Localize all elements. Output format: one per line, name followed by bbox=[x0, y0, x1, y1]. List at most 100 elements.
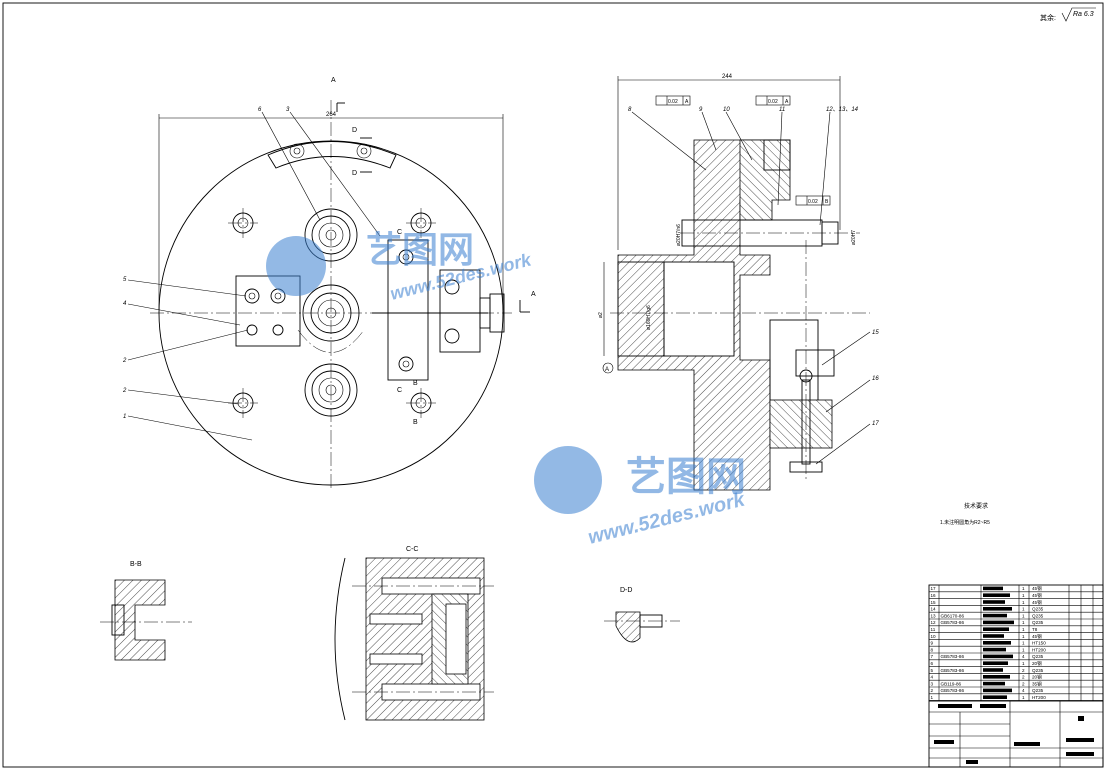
bom-cell-material: T8 bbox=[1032, 627, 1038, 632]
bom-cell-qty: 1 bbox=[1022, 607, 1025, 612]
part-num-1: 1 bbox=[123, 414, 126, 420]
cc-title: C-C bbox=[406, 546, 418, 553]
section-bb: B-B bbox=[100, 561, 192, 661]
watermark-2: 艺图网 www.52des.work bbox=[534, 446, 748, 549]
section-d-bottom: D bbox=[352, 170, 357, 177]
part-num-2b: 2 bbox=[122, 388, 127, 394]
side-bore-dim: ø160H7/g6 bbox=[646, 305, 652, 330]
part-num-4: 4 bbox=[123, 301, 127, 307]
bom-cell-name-redacted bbox=[983, 661, 1008, 665]
part-num-6: 6 bbox=[258, 107, 262, 113]
tol1-value: 0.02 bbox=[668, 99, 678, 105]
view-label-a: A bbox=[331, 77, 336, 84]
knurled-knob bbox=[489, 293, 505, 333]
section-cc: C-C bbox=[334, 546, 494, 721]
side-dim-text: 244 bbox=[722, 74, 733, 80]
roughness-value: Ra 6.3 bbox=[1073, 11, 1094, 18]
bom-cell-name-redacted bbox=[983, 634, 1004, 638]
bolt-holes bbox=[228, 208, 436, 418]
bom-cell-qty: 1 bbox=[1022, 600, 1025, 605]
bom-cell-code: GB119-86 bbox=[941, 681, 962, 686]
tol2-value: 0.02 bbox=[768, 99, 778, 105]
bom-cell-no: 14 bbox=[931, 607, 937, 612]
bom-cell-name-redacted bbox=[983, 613, 1007, 618]
part-num-12-14: 12、13、14 bbox=[826, 107, 859, 113]
bom-cell-material: 45钢 bbox=[1032, 633, 1042, 640]
bom-cell-code: GB5783-86 bbox=[941, 654, 965, 659]
title-block bbox=[928, 700, 1104, 768]
tol2-ref: A bbox=[785, 99, 789, 105]
bom-cell-material: 45钢 bbox=[1032, 592, 1042, 599]
watermark-brand-1: 艺图网 bbox=[366, 229, 474, 270]
bom-cell-qty: 1 bbox=[1022, 695, 1025, 700]
bom-cell-name-redacted bbox=[983, 675, 1010, 679]
bom-cell-material: HT200 bbox=[1032, 647, 1046, 652]
bom-cell-qty: 1 bbox=[1022, 620, 1025, 625]
bom-cell-qty: 4 bbox=[1022, 688, 1025, 693]
section-b-bottom: B bbox=[413, 419, 418, 426]
bom-cell-name-redacted bbox=[983, 668, 1003, 672]
section-dd: D-D bbox=[604, 587, 680, 643]
bom-cell-no: 2 bbox=[931, 688, 934, 693]
bom-cell-name-redacted bbox=[983, 641, 1011, 645]
bom-cell-material: 20钢 bbox=[1032, 660, 1042, 667]
bom-cell-no: 16 bbox=[931, 593, 937, 598]
bom-cell-no: 12 bbox=[931, 620, 937, 625]
bom-cell-name-redacted bbox=[983, 620, 1014, 625]
bom-cell-no: 10 bbox=[931, 634, 937, 639]
bom-cell-code: GB5783-86 bbox=[941, 668, 965, 673]
bom-cell-name-redacted bbox=[983, 695, 1007, 699]
bom-cell-material: 45钢 bbox=[1032, 585, 1042, 592]
technical-requirements: 技术要求 1.未注明圆角为R2~R5 bbox=[940, 502, 990, 526]
part-num-3: 3 bbox=[286, 107, 290, 113]
main-leaders bbox=[127, 111, 381, 441]
bom-cell-name-redacted bbox=[983, 586, 1003, 591]
part-num-17: 17 bbox=[872, 421, 879, 427]
bom-cell-material: Q235 bbox=[1032, 688, 1044, 693]
bom-cell-material: 20钢 bbox=[1032, 674, 1042, 681]
tolerance-frame-2: 0.02 A bbox=[755, 95, 791, 106]
bom-cell-code: GB6170-86 bbox=[941, 613, 965, 618]
bom-cell-qty: 1 bbox=[1022, 627, 1025, 632]
part-num-2a: 2 bbox=[122, 358, 127, 364]
side-thread-dim: ø20H7 bbox=[851, 230, 857, 245]
watermark-1: 艺图网 www.52des.work bbox=[266, 229, 534, 304]
side-view: 244 0.02 A 0.02 A 0.02 B bbox=[598, 74, 879, 491]
bom-cell-qty: 2 bbox=[1022, 668, 1025, 673]
tech-req-line1: 1.未注明圆角为R2~R5 bbox=[940, 519, 990, 526]
bom-cell-no: 3 bbox=[931, 681, 934, 686]
datum-a-label: A bbox=[605, 367, 609, 373]
bom-cell-qty: 1 bbox=[1022, 641, 1025, 646]
bom-cell-material: Q235 bbox=[1032, 654, 1044, 659]
bom-cell-material: 45钢 bbox=[1032, 599, 1042, 606]
section-c-bottom: C bbox=[397, 387, 402, 394]
bom-cell-no: 11 bbox=[931, 627, 936, 632]
bom-cell-code: GB5783-86 bbox=[941, 688, 965, 693]
bom-cell-no: 7 bbox=[931, 654, 934, 659]
tech-req-title: 技术要求 bbox=[964, 502, 988, 510]
bom-cell-name-redacted bbox=[983, 593, 1010, 597]
bom-cell-material: HT200 bbox=[1032, 695, 1046, 700]
part-num-10: 10 bbox=[723, 107, 730, 113]
bom-cell-qty: 4 bbox=[1022, 654, 1025, 659]
arc-slot-plate bbox=[267, 141, 397, 169]
tol3-value: 0.02 bbox=[808, 199, 818, 205]
bom-cell-no: 15 bbox=[931, 600, 937, 605]
bom-cell-no: 13 bbox=[931, 613, 937, 618]
bom-cell-name-redacted bbox=[983, 688, 1012, 693]
bom-cell-no: 1 bbox=[931, 695, 934, 700]
clamp-block-right bbox=[387, 239, 429, 381]
tol1-ref: A bbox=[685, 99, 689, 105]
bom-cell-qty: 1 bbox=[1022, 634, 1025, 639]
bom-cell-name-redacted bbox=[983, 654, 1013, 659]
bom-cell-qty: 2 bbox=[1022, 675, 1025, 680]
part-num-8: 8 bbox=[628, 107, 632, 113]
watermark-brand-2: 艺图网 bbox=[626, 455, 746, 499]
section-c-top: C bbox=[397, 229, 402, 236]
bushing-center bbox=[302, 284, 360, 342]
bom-cell-name-redacted bbox=[983, 600, 1005, 604]
bom-cell-no: 6 bbox=[931, 661, 934, 666]
bom-cell-material: Q235 bbox=[1032, 668, 1044, 673]
